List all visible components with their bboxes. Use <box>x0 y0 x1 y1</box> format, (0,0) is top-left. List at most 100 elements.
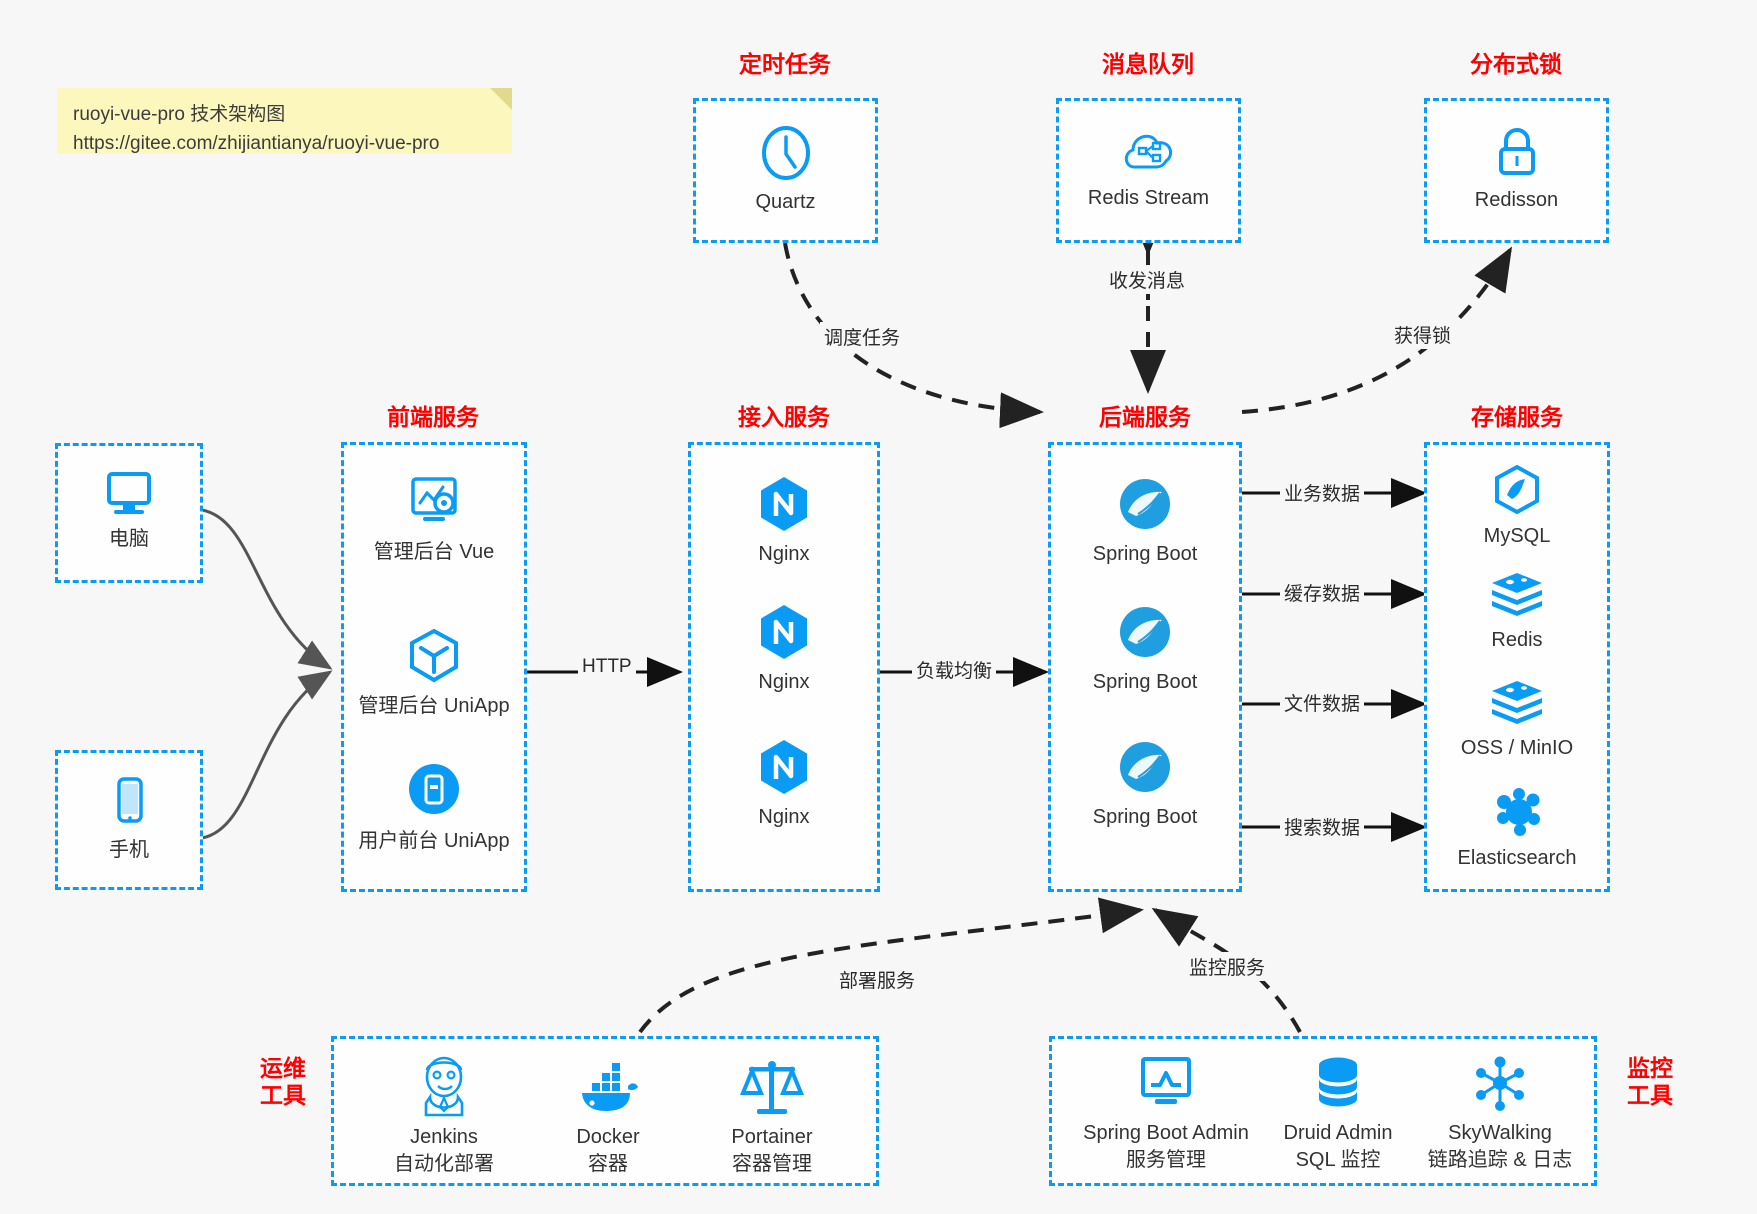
node-spring-boot-2[interactable]: Spring Boot <box>1051 601 1239 695</box>
edge-label-acquire-lock: 获得锁 <box>1390 320 1456 349</box>
edge-label-send-receive-message: 收发消息 <box>1105 265 1190 294</box>
edge-label-schedule-task: 调度任务 <box>820 322 905 351</box>
node-jenkins[interactable]: Jenkins 自动化部署 <box>344 1053 544 1178</box>
node-nginx-2[interactable]: Nginx <box>691 601 877 695</box>
app-circle-icon <box>409 764 459 814</box>
node-portainer[interactable]: Portainer 容器管理 <box>672 1053 872 1178</box>
mysql-icon <box>1495 464 1539 515</box>
mobile-icon <box>117 777 143 823</box>
node-sublabel: 自动化部署 <box>394 1153 494 1175</box>
edge-label-cache-data: 缓存数据 <box>1280 578 1365 607</box>
group-title-mq: 消息队列 <box>1102 51 1194 77</box>
jenkins-icon <box>424 1056 464 1117</box>
node-sublabel: 容器 <box>588 1153 628 1175</box>
node-label: Spring Boot Admin <box>1083 1122 1249 1144</box>
node-label: Nginx <box>758 543 810 565</box>
node-spring-boot-1[interactable]: Spring Boot <box>1051 473 1239 567</box>
node-skywalking[interactable]: SkyWalking 链路追踪 & 日志 <box>1400 1053 1600 1174</box>
node-label: 管理后台 Vue <box>373 541 495 563</box>
monitor-chart-icon <box>1141 1057 1191 1104</box>
node-label: Nginx <box>758 806 810 828</box>
node-sublabel: SQL 监控 <box>1295 1149 1381 1171</box>
node-nginx-1[interactable]: Nginx <box>691 473 877 567</box>
node-sublabel: 链路追踪 & 日志 <box>1427 1149 1573 1171</box>
group-box-mq: Redis Stream <box>1056 98 1241 243</box>
node-oss-minio[interactable]: OSS / MinIO <box>1427 677 1607 761</box>
group-title-monitor: 监控 工具 <box>1615 1055 1685 1109</box>
group-title-frontend: 前端服务 <box>387 404 479 430</box>
group-title-ops-line2: 工具 <box>260 1082 306 1109</box>
elasticsearch-icon <box>1497 788 1540 836</box>
group-box-lock: Redisson <box>1424 98 1609 243</box>
edge-label-business-data: 业务数据 <box>1280 478 1365 507</box>
group-title-monitor-line2: 工具 <box>1627 1082 1673 1109</box>
node-user-uniapp[interactable]: 用户前台 UniApp <box>344 760 524 854</box>
nginx-icon <box>761 605 807 659</box>
node-spring-boot-3[interactable]: Spring Boot <box>1051 736 1239 830</box>
edge-label-search-data: 搜索数据 <box>1280 812 1365 841</box>
group-box-storage: MySQL Redis OSS / MinIO <box>1424 442 1610 892</box>
node-label: 用户前台 UniApp <box>358 830 510 852</box>
note-fold-icon <box>490 88 512 110</box>
node-docker[interactable]: Docker 容器 <box>508 1053 708 1178</box>
nginx-icon <box>761 740 807 794</box>
cube-icon <box>410 628 458 683</box>
dashboard-gear-icon <box>411 477 457 521</box>
database-icon <box>1319 1057 1357 1107</box>
node-label: MySQL <box>1483 525 1551 547</box>
group-box-client-pc: 电脑 <box>55 443 203 583</box>
node-label: Spring Boot <box>1092 671 1198 693</box>
desktop-icon <box>107 472 151 514</box>
node-label: 手机 <box>109 839 149 861</box>
group-title-storage: 存储服务 <box>1471 404 1563 430</box>
node-label: Redis <box>1491 629 1543 651</box>
node-label: Spring Boot <box>1092 806 1198 828</box>
docker-icon <box>582 1063 638 1111</box>
node-mysql[interactable]: MySQL <box>1427 463 1607 549</box>
group-title-monitor-line1: 监控 <box>1627 1055 1673 1081</box>
note-card: ruoyi-vue-pro 技术架构图 https://gitee.com/zh… <box>57 88 512 154</box>
edge-label-file-data: 文件数据 <box>1280 688 1365 717</box>
node-nginx-3[interactable]: Nginx <box>691 736 877 830</box>
scales-icon <box>740 1061 804 1114</box>
node-sublabel: 服务管理 <box>1126 1149 1206 1171</box>
group-title-ops-line1: 运维 <box>260 1055 306 1081</box>
group-box-backend: Spring Boot Spring Boot Spring Boot <box>1048 442 1242 892</box>
node-admin-vue[interactable]: 管理后台 Vue <box>344 473 524 565</box>
node-label: SkyWalking <box>1448 1122 1552 1144</box>
node-druid-admin[interactable]: Druid Admin SQL 监控 <box>1238 1053 1438 1174</box>
node-computer[interactable]: 电脑 <box>58 468 200 552</box>
group-box-client-phone: 手机 <box>55 750 203 890</box>
node-label: Docker <box>576 1126 640 1148</box>
group-title-lock: 分布式锁 <box>1470 51 1562 77</box>
group-box-scheduler: Quartz <box>693 98 878 243</box>
node-label: Spring Boot <box>1092 543 1198 565</box>
node-quartz[interactable]: Quartz <box>696 123 875 215</box>
node-redisson[interactable]: Redisson <box>1427 123 1606 213</box>
node-label: Redis Stream <box>1087 187 1210 209</box>
node-spring-boot-admin[interactable]: Spring Boot Admin 服务管理 <box>1066 1053 1266 1174</box>
node-label: Quartz <box>755 191 816 213</box>
edge-label-http: HTTP <box>578 655 636 679</box>
node-label: Druid Admin <box>1283 1122 1393 1144</box>
note-line-1: ruoyi-vue-pro 技术架构图 <box>73 104 286 125</box>
node-redis[interactable]: Redis <box>1427 569 1607 653</box>
node-elasticsearch[interactable]: Elasticsearch <box>1427 785 1607 871</box>
oss-icon <box>1492 681 1542 724</box>
edge-label-deploy-service: 部署服务 <box>835 965 920 994</box>
node-label: Nginx <box>758 671 810 693</box>
group-box-ops: Jenkins 自动化部署 Docker 容器 <box>331 1036 879 1186</box>
note-line-2: https://gitee.com/zhijiantianya/ruoyi-vu… <box>73 133 440 155</box>
skywalking-icon <box>1476 1056 1524 1111</box>
node-label: Jenkins <box>410 1126 478 1148</box>
node-label: OSS / MinIO <box>1460 737 1574 759</box>
node-redis-stream[interactable]: Redis Stream <box>1059 123 1238 211</box>
node-label: 管理后台 UniApp <box>358 695 510 717</box>
node-admin-uniapp[interactable]: 管理后台 UniApp <box>344 625 524 719</box>
group-box-gateway: Nginx Nginx Nginx <box>688 442 880 892</box>
group-title-gateway: 接入服务 <box>738 404 830 430</box>
spring-boot-icon <box>1120 479 1170 529</box>
node-phone[interactable]: 手机 <box>58 775 200 863</box>
spring-boot-icon <box>1120 607 1170 657</box>
